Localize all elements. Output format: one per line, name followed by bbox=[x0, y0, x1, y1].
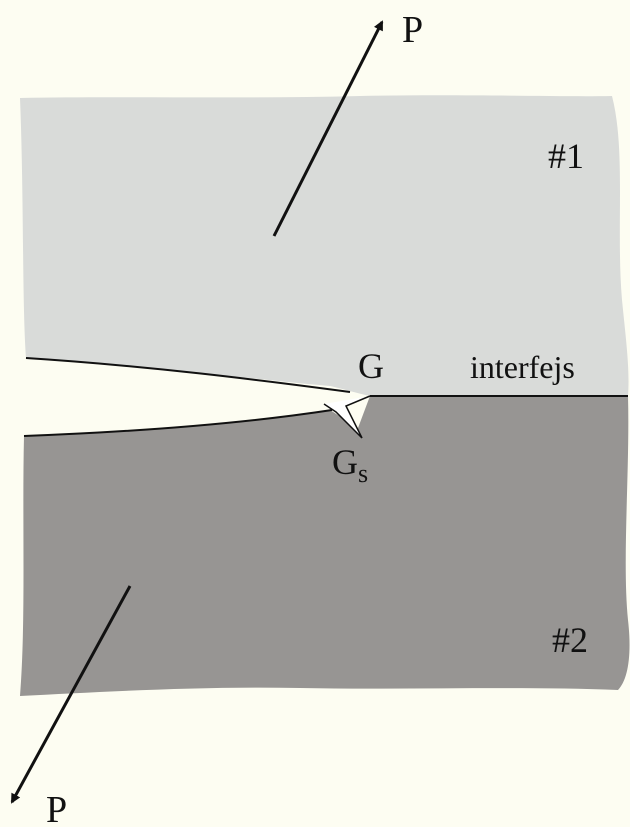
secondary-crack-label-subscript: s bbox=[358, 459, 368, 488]
material-2-region bbox=[20, 396, 630, 696]
crack-lower-flank bbox=[23, 409, 333, 437]
material-1-region bbox=[20, 95, 629, 396]
material-1-label: #1 bbox=[548, 136, 584, 176]
force-label-bottom: P bbox=[46, 789, 67, 827]
force-label-top: P bbox=[402, 9, 423, 51]
secondary-crack-label-main: G bbox=[332, 442, 358, 482]
force-arrow-top bbox=[272, 20, 384, 237]
crack-upper-flank bbox=[25, 357, 351, 393]
material-2-label: #2 bbox=[552, 620, 588, 660]
crack-tip-label: G bbox=[358, 346, 384, 386]
secondary-crack-label: Gs bbox=[332, 442, 368, 488]
interface-label: interfejs bbox=[470, 349, 575, 385]
secondary-crack bbox=[323, 395, 371, 439]
force-arrow-bottom bbox=[10, 585, 132, 804]
